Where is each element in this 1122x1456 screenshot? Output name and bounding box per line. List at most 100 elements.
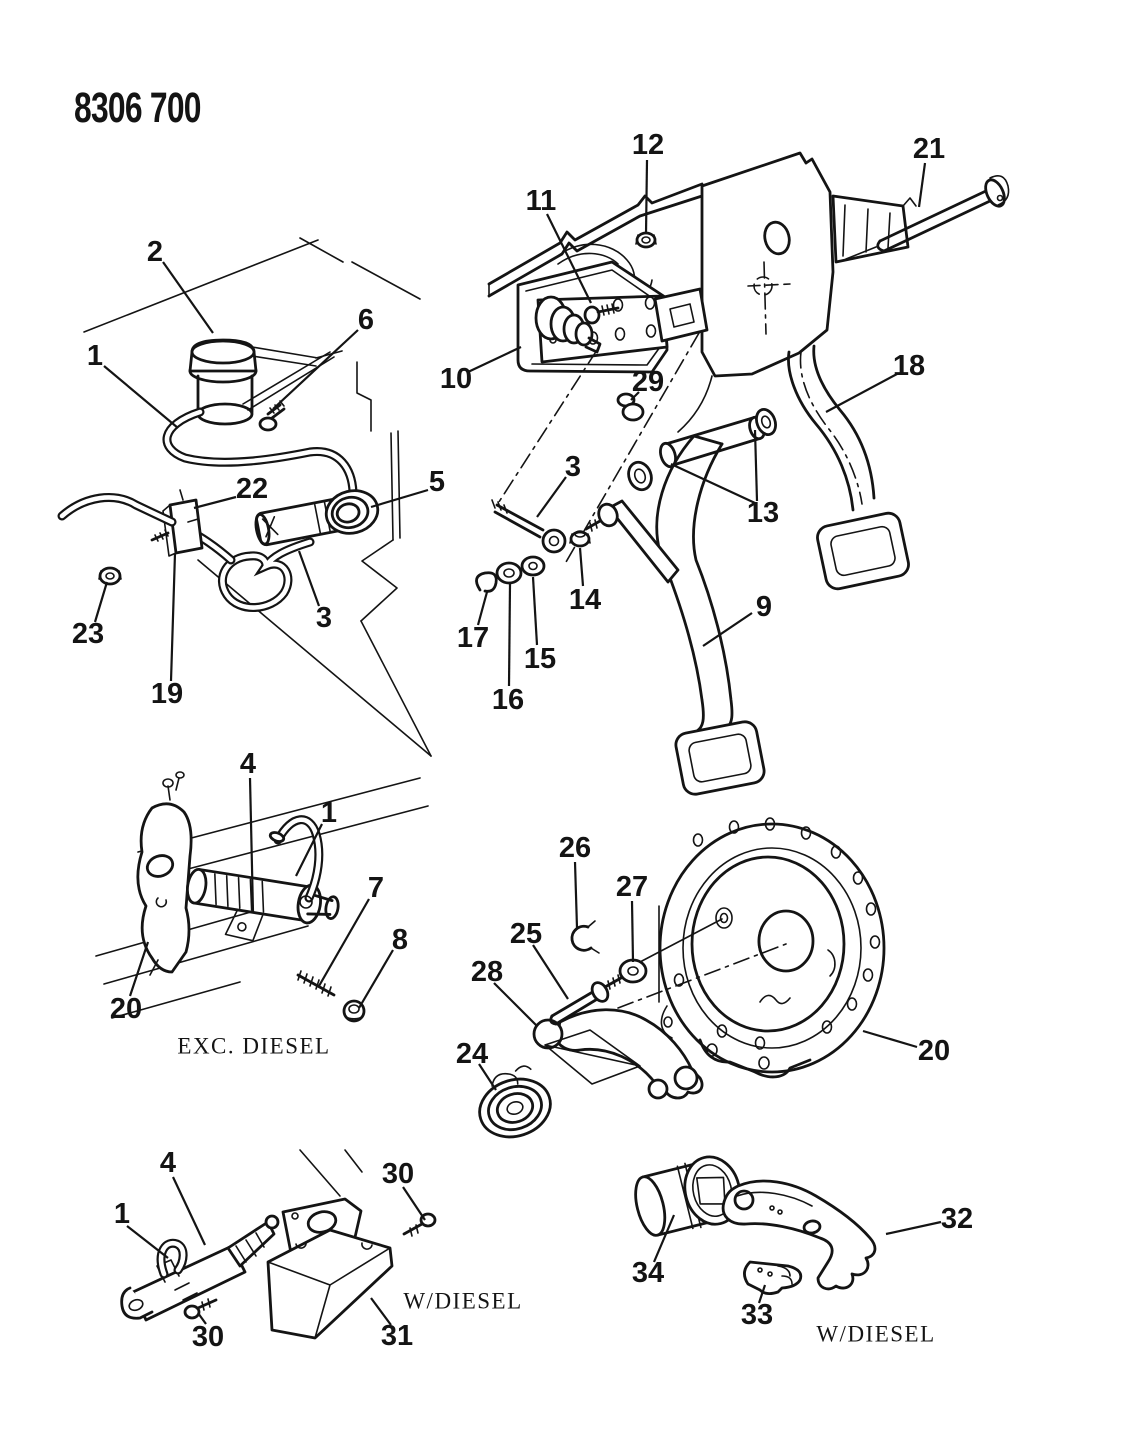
callout-2: 2 — [147, 236, 163, 268]
leader-line-11 — [546, 213, 592, 304]
callout-20: 20 — [918, 1035, 950, 1067]
callout-15: 15 — [524, 643, 556, 675]
leader-line-19 — [169, 552, 177, 682]
leader-line-28 — [493, 982, 538, 1027]
diesel-bolt-lower — [183, 1298, 218, 1320]
leader-line-14 — [578, 547, 585, 587]
leader-line-4 — [248, 777, 255, 913]
callout-28: 28 — [471, 956, 503, 988]
callout-14: 14 — [569, 584, 601, 616]
diesel-fork — [721, 1179, 877, 1291]
retainer-clip — [475, 571, 498, 593]
leader-line-9 — [702, 612, 753, 647]
fork-pivot-bolt — [549, 974, 623, 1026]
mount-plate — [136, 771, 193, 976]
callout-11: 11 — [526, 185, 557, 217]
clutch-housing — [617, 817, 886, 1079]
callout-9: 9 — [756, 591, 772, 623]
callout-31: 31 — [381, 1320, 413, 1352]
alignment-dash-lines — [496, 332, 700, 563]
callout-7: 7 — [368, 872, 384, 904]
caption-w-diesel-left: W/DIESEL — [403, 1289, 522, 1314]
leader-line-32 — [885, 1220, 942, 1236]
leader-line-22 — [193, 495, 237, 510]
callout-17: 17 — [457, 622, 489, 654]
leader-line-24 — [478, 1063, 497, 1091]
pivot-pin — [845, 175, 1010, 260]
callout-4: 4 — [240, 748, 256, 780]
callout-21: 21 — [913, 133, 945, 165]
grommet — [616, 392, 645, 422]
leader-line-33 — [757, 1284, 767, 1304]
pedal-rod — [491, 499, 567, 554]
leader-line-15 — [531, 576, 539, 646]
callout-33: 33 — [741, 1299, 773, 1331]
callout-24: 24 — [456, 1038, 488, 1070]
callout-8: 8 — [392, 924, 408, 956]
callout-3: 3 — [316, 602, 332, 634]
pedal-support-panel — [677, 151, 835, 433]
callout-34: 34 — [632, 1257, 664, 1289]
callout-30: 30 — [192, 1321, 224, 1353]
callout-1: 1 — [87, 340, 103, 372]
leader-line-12 — [644, 159, 649, 235]
leader-line-26 — [573, 861, 579, 929]
callout-3: 3 — [565, 451, 581, 483]
leader-line-4 — [172, 1176, 206, 1246]
diesel-bracket — [266, 1228, 394, 1340]
leader-line-13 — [753, 429, 759, 502]
rod-nut — [569, 530, 591, 548]
leader-line-1 — [295, 823, 323, 877]
leader-line-10 — [467, 346, 522, 373]
hose-fitting — [324, 489, 380, 535]
diesel-bolt-upper — [402, 1212, 437, 1237]
leader-line-2 — [162, 261, 214, 334]
grommet-nut — [98, 566, 122, 586]
callout-27: 27 — [616, 871, 648, 903]
pivot-washer — [618, 958, 648, 984]
leader-lines-layer — [93, 159, 942, 1326]
callout-26: 26 — [559, 832, 591, 864]
leader-line-8 — [358, 949, 394, 1009]
callout-25: 25 — [510, 918, 542, 950]
callout-16: 16 — [492, 684, 524, 716]
square-hole-tab — [653, 287, 709, 343]
callout-23: 23 — [72, 618, 104, 650]
rod-washers — [495, 555, 546, 585]
leader-line-23 — [93, 581, 109, 623]
callout-32: 32 — [941, 1203, 973, 1235]
callout-13: 13 — [747, 497, 779, 529]
callout-18: 18 — [893, 350, 925, 382]
leader-line-1 — [126, 1225, 169, 1259]
callout-20: 20 — [110, 993, 142, 1025]
pushrod-bolt — [583, 303, 620, 325]
reservoir — [188, 338, 343, 426]
part-number: 8306 700 — [74, 84, 201, 132]
mount-nut — [635, 231, 657, 249]
leader-line-34 — [652, 1214, 676, 1263]
pivot-clip — [570, 920, 600, 954]
leader-line-3 — [536, 476, 567, 518]
pivot-tube-bushings — [627, 408, 777, 492]
firewall-panel — [83, 237, 432, 757]
callout-10: 10 — [440, 363, 472, 395]
callout-22: 22 — [236, 473, 268, 505]
leader-line-1 — [103, 365, 179, 429]
leader-line-16 — [507, 583, 512, 687]
leader-line-20 — [862, 1029, 918, 1049]
leader-line-30 — [402, 1186, 426, 1221]
leader-line-29 — [630, 391, 640, 401]
leader-line-5 — [370, 488, 429, 509]
callout-19: 19 — [151, 678, 183, 710]
leader-line-20 — [128, 941, 150, 997]
line-bracket — [57, 489, 204, 557]
leader-line-31 — [370, 1297, 392, 1326]
leader-line-18 — [825, 373, 898, 413]
diesel-slave-cylinder — [120, 1214, 280, 1322]
leader-line-6 — [272, 329, 359, 410]
leader-line-27 — [630, 900, 635, 963]
